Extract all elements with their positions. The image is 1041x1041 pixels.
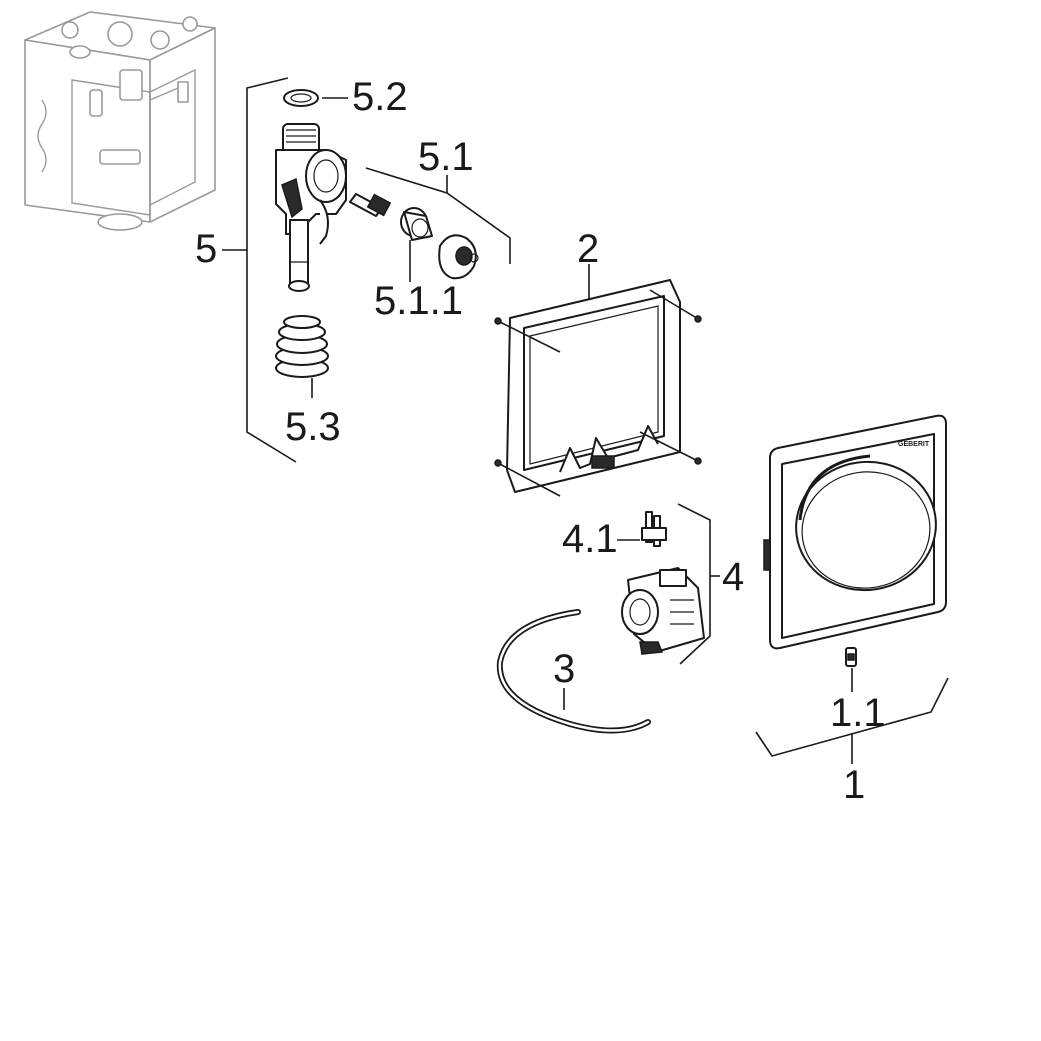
- callout-labels: 5 5.2 5.1 5.1.1 5.3 2 4.1 4 3 1.1 1: [195, 75, 886, 807]
- bracket-group-1: [755, 677, 949, 764]
- bracket-group-5-1: [365, 167, 511, 264]
- label-5: 5: [195, 227, 217, 271]
- label-5-1: 5.1: [418, 135, 474, 179]
- part-5-1-valve-set: [349, 193, 479, 282]
- installation-box-faded: [24, 11, 216, 231]
- label-4-1: 4.1: [562, 517, 618, 561]
- label-4: 4: [722, 555, 744, 599]
- part-3-cable: [496, 609, 651, 734]
- part-1-1-clip: [845, 647, 857, 692]
- label-2: 2: [577, 227, 599, 271]
- bracket-group-5: [222, 77, 297, 463]
- part-5-3-gasket: [275, 315, 329, 398]
- brand-logo-text: GEBERIT: [898, 441, 930, 448]
- part-4-actuator-module: [621, 503, 720, 665]
- part-4-1-connector: [617, 511, 667, 547]
- part-5-2-o-ring: [283, 89, 348, 107]
- label-5-1-1: 5.1.1: [374, 279, 463, 323]
- part-5-pipe-fitting: [275, 123, 347, 292]
- part-1-cover-plate: GEBERIT: [763, 414, 947, 650]
- label-5-3: 5.3: [285, 405, 341, 449]
- label-5-2: 5.2: [352, 75, 408, 119]
- label-1-1: 1.1: [830, 691, 886, 735]
- part-2-mounting-frame: [494, 264, 702, 497]
- label-1: 1: [843, 763, 865, 807]
- label-3: 3: [553, 647, 575, 691]
